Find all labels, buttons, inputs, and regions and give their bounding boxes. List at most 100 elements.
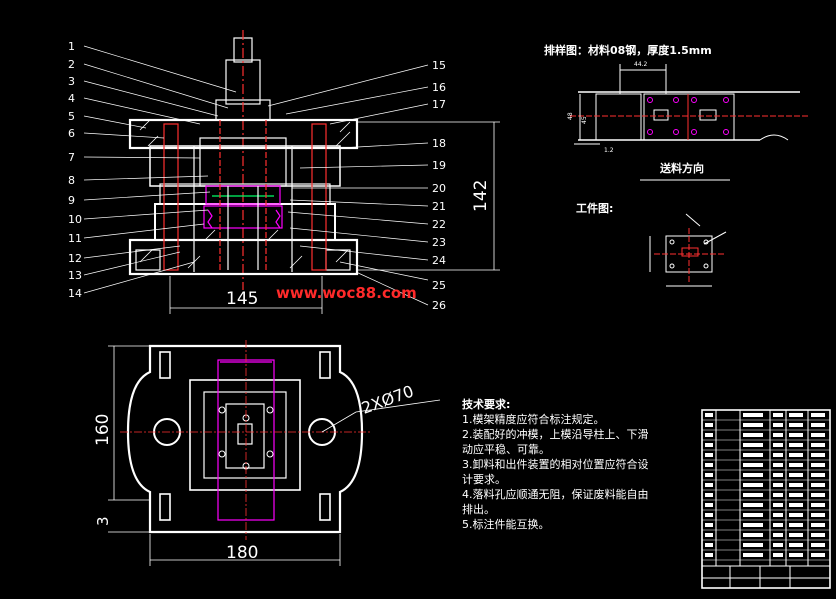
title-block-cell-mark bbox=[789, 443, 803, 447]
part-number-10: 10 bbox=[68, 213, 82, 226]
part-number-17: 17 bbox=[432, 98, 446, 111]
title-block-cell-mark bbox=[705, 473, 713, 477]
title-block-rows bbox=[702, 419, 830, 561]
part-number-6: 6 bbox=[68, 127, 75, 140]
title-block-cell-mark bbox=[705, 503, 713, 507]
part-number-1: 1 bbox=[68, 40, 75, 53]
title-block-cell-mark bbox=[789, 473, 803, 477]
title-block-cell-mark bbox=[705, 513, 713, 517]
title-block-cell-mark bbox=[789, 523, 803, 527]
title-block-cell-mark bbox=[705, 523, 713, 527]
part-number-8: 8 bbox=[68, 174, 75, 187]
top-plan-view bbox=[126, 344, 364, 534]
title-block-cell-mark bbox=[705, 413, 713, 417]
part-number-11: 11 bbox=[68, 232, 82, 245]
title-block-cell-mark bbox=[743, 453, 763, 457]
top-view-centerlines bbox=[120, 340, 372, 540]
part-number-24: 24 bbox=[432, 254, 446, 267]
title-block-cell-mark bbox=[705, 533, 713, 537]
part-number-23: 23 bbox=[432, 236, 446, 249]
title-block-cell-mark bbox=[705, 433, 713, 437]
title-block-cell-mark bbox=[811, 483, 825, 487]
title-block-cell-mark bbox=[705, 493, 713, 497]
title-block-cell-mark bbox=[811, 473, 825, 477]
tech-requirements-title: 技术要求: bbox=[462, 398, 511, 411]
title-block-cell-mark bbox=[773, 463, 783, 467]
title-block-cell-mark bbox=[811, 503, 825, 507]
title-block-cell-mark bbox=[705, 543, 713, 547]
title-block-cell-mark bbox=[811, 413, 825, 417]
title-block-cell-mark bbox=[789, 513, 803, 517]
title-block-cell-mark bbox=[743, 533, 763, 537]
part-number-25: 25 bbox=[432, 279, 446, 292]
part-number-22: 22 bbox=[432, 218, 446, 231]
front-height-dim: 142 bbox=[471, 180, 491, 212]
title-block-cell-mark bbox=[811, 513, 825, 517]
part-number-26: 26 bbox=[432, 299, 446, 312]
title-block-cell-mark bbox=[743, 493, 763, 497]
strip-margin-dim: 1.2 bbox=[604, 147, 614, 154]
part-number-3: 3 bbox=[68, 75, 75, 88]
title-block-cell-mark bbox=[773, 503, 783, 507]
title-block-cell-mark bbox=[811, 553, 825, 557]
title-block-cell-mark bbox=[811, 543, 825, 547]
title-block-cell-mark bbox=[773, 543, 783, 547]
workpiece-title: 工件图: bbox=[576, 202, 614, 215]
part-number-2: 2 bbox=[68, 58, 75, 71]
top-dimension-lines bbox=[108, 345, 441, 566]
front-width-dim: 145 bbox=[226, 289, 258, 309]
title-block-cell-mark bbox=[743, 473, 763, 477]
tech-item-1: 1.模架精度应符合标注规定。 bbox=[462, 413, 605, 426]
part-number-16: 16 bbox=[432, 81, 446, 94]
title-block-cell-mark bbox=[743, 523, 763, 527]
title-block-cell-mark bbox=[773, 443, 783, 447]
top-height-dim: 160 bbox=[93, 414, 113, 446]
top-width-dim: 180 bbox=[226, 543, 258, 563]
title-block-cell-mark bbox=[743, 543, 763, 547]
title-block-cell-mark bbox=[743, 513, 763, 517]
guide-hole-dim: 2XØ70 bbox=[359, 381, 416, 417]
part-number-13: 13 bbox=[68, 269, 82, 282]
title-block-cell-mark bbox=[773, 533, 783, 537]
strip-layout-title: 排样图：材料08钢，厚度1.5mm bbox=[544, 44, 712, 57]
title-block-cell-mark bbox=[773, 413, 783, 417]
title-block-cell-mark bbox=[773, 493, 783, 497]
tech-item-3: 动应平稳、可靠。 bbox=[462, 443, 550, 456]
title-block-cell-mark bbox=[705, 453, 713, 457]
title-block-cell-mark bbox=[811, 463, 825, 467]
part-number-19: 19 bbox=[432, 159, 446, 172]
title-block-cell-mark bbox=[811, 493, 825, 497]
title-block-cell-mark bbox=[705, 483, 713, 487]
title-block-cell-mark bbox=[743, 413, 763, 417]
title-block-cell-mark bbox=[811, 433, 825, 437]
top-offset-dim: 3 bbox=[94, 516, 112, 526]
title-block-cell-mark bbox=[811, 443, 825, 447]
title-block-cell-mark bbox=[705, 553, 713, 557]
title-block-cell-mark bbox=[789, 553, 803, 557]
title-block-cell-mark bbox=[743, 463, 763, 467]
part-number-9: 9 bbox=[68, 194, 75, 207]
part-number-4: 4 bbox=[68, 92, 75, 105]
title-block-cell-mark bbox=[743, 433, 763, 437]
part-number-14: 14 bbox=[68, 287, 82, 300]
title-block-cell-mark bbox=[811, 523, 825, 527]
title-block-cell-mark bbox=[789, 413, 803, 417]
strip-pilot-holes bbox=[647, 97, 729, 135]
title-block-cell-mark bbox=[789, 493, 803, 497]
feed-direction-label: 送料方向 bbox=[660, 162, 704, 175]
part-number-7: 7 bbox=[68, 151, 75, 164]
title-block-cell-mark bbox=[789, 483, 803, 487]
title-block-cell-mark bbox=[743, 553, 763, 557]
title-block-cell-mark bbox=[743, 483, 763, 487]
title-block-cell-mark bbox=[705, 423, 713, 427]
title-block-cell-mark bbox=[773, 483, 783, 487]
part-number-21: 21 bbox=[432, 200, 446, 213]
tech-item-5: 计要求。 bbox=[462, 473, 506, 486]
title-block-cell-mark bbox=[773, 453, 783, 457]
title-block-cell-mark bbox=[705, 443, 713, 447]
title-block-cell-mark bbox=[811, 533, 825, 537]
title-block-cell-mark bbox=[743, 503, 763, 507]
watermark: www.woc88.com bbox=[276, 284, 417, 302]
tech-item-4: 3.卸料和出件装置的相对位置应符合设 bbox=[462, 458, 649, 471]
